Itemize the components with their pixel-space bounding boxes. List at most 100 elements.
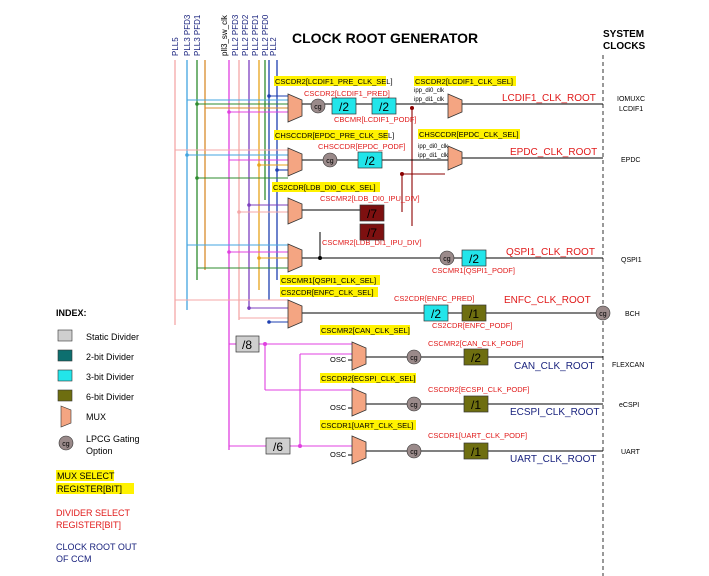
source-label: pll3_sw_clk bbox=[220, 14, 229, 56]
mux-uart bbox=[351, 435, 367, 465]
divider-label: /2 bbox=[469, 252, 479, 266]
divider-label: /1 bbox=[471, 445, 481, 459]
mux-select-label: CSCDR2[LCDIF1_PRE_CLK_SEL] bbox=[275, 77, 393, 86]
gate-label: cg bbox=[410, 449, 418, 456]
legend-lpcg-label: LPCG Gating bbox=[86, 434, 140, 444]
gate-label: cg bbox=[443, 256, 451, 263]
system-output-label: QSPI1 bbox=[621, 257, 642, 264]
legend: INDEX: Static Divider 2-bit Divider 3-bi… bbox=[56, 308, 140, 564]
clock-root-label: EPDC_CLK_ROOT bbox=[510, 147, 597, 158]
legend-divider-select-label-2: REGISTER[BIT] bbox=[56, 520, 121, 530]
clock-root-label: UART_CLK_ROOT bbox=[510, 454, 597, 465]
divider-label: /2 bbox=[339, 100, 349, 114]
mux-ecspi bbox=[351, 387, 367, 417]
divider-select-label: CSCMR2[LDB_DI0_IPU_DIV] bbox=[320, 194, 420, 203]
mux-select-label: CSCDR2[LCDIF1_CLK_SEL] bbox=[415, 77, 513, 86]
mux-input-label: ipp_di1_clk bbox=[418, 153, 449, 159]
divider-select-label: CSCMR1[QSPI1_PODF] bbox=[432, 266, 515, 275]
source-label: PLL3 PFD1 bbox=[193, 14, 202, 56]
mux-lcdif-pre bbox=[287, 93, 303, 123]
mux-select-label: CSCMR2[CAN_CLK_SEL] bbox=[321, 326, 410, 335]
divider-select-label: CS2CDR[ENFC_PODF] bbox=[432, 321, 512, 330]
divider-label: /6 bbox=[273, 440, 283, 454]
system-output-label: LCDIF1 bbox=[619, 106, 643, 113]
clock-root-label: ENFC_CLK_ROOT bbox=[504, 295, 591, 306]
system-clocks-label: SYSTEM bbox=[603, 29, 644, 40]
osc-label: OSC bbox=[330, 355, 347, 364]
mux-input-label: ipp_di0_clk bbox=[414, 88, 445, 94]
divider-select-label: CBCMR[LCDIF1_PODF] bbox=[334, 115, 417, 124]
divider-label: /2 bbox=[431, 307, 441, 321]
clock-root-label: QSPI1_CLK_ROOT bbox=[506, 247, 595, 258]
divider-select-label: CSCMR2[CAN_CLK_PODF] bbox=[428, 339, 523, 348]
source-label: PLL2 PFD2 bbox=[241, 14, 250, 56]
mux-select-label: CSCMR1[QSPI1_CLK_SEL] bbox=[281, 276, 376, 285]
system-output-label: FLEXCAN bbox=[612, 362, 644, 369]
system-output-label: EPDC bbox=[621, 157, 640, 164]
mux-epdc-pre bbox=[287, 147, 303, 177]
divider-label: /1 bbox=[469, 307, 479, 321]
mux-lcdif bbox=[447, 93, 463, 119]
legend-mux-select-label-2: REGISTER[BIT] bbox=[57, 484, 122, 494]
legend-clock-root-label-2: OF CCM bbox=[56, 554, 92, 564]
feed-lines bbox=[175, 95, 352, 447]
gate-label: cg bbox=[410, 402, 418, 409]
mux-select-labels: CSCDR2[LCDIF1_PRE_CLK_SEL] CSCDR2[LCDIF1… bbox=[272, 76, 520, 430]
legend-2bit-label: 2-bit Divider bbox=[86, 352, 134, 362]
mux-enfc bbox=[287, 299, 303, 329]
legend-mux-icon bbox=[60, 405, 72, 428]
osc-label: OSC bbox=[330, 403, 347, 412]
legend-static-label: Static Divider bbox=[86, 332, 139, 342]
mux-select-label: CS2CDR[ENFC_CLK_SEL] bbox=[281, 288, 374, 297]
system-output-labels: IOMUXC LCDIF1 EPDC QSPI1 BCH FLEXCAN eCS… bbox=[612, 96, 645, 456]
gate-label: cg bbox=[410, 355, 418, 362]
mux-select-label: CHSCCDR[EPDC_PRE_CLK_SEL] bbox=[275, 131, 394, 140]
source-bus bbox=[174, 60, 278, 450]
muxes bbox=[287, 93, 463, 465]
clock-root-labels: LCDIF1_CLK_ROOT EPDC_CLK_ROOT QSPI1_CLK_… bbox=[502, 93, 599, 465]
mux-can bbox=[351, 341, 367, 371]
system-output-label: eCSPI bbox=[619, 402, 639, 409]
divider-select-labels: CSCDR2[LCDIF1_PRED] CBCMR[LCDIF1_PODF] C… bbox=[304, 89, 529, 440]
clock-root-label: ECSPI_CLK_ROOT bbox=[510, 407, 599, 418]
feedback-lines bbox=[401, 108, 445, 226]
legend-lpcg-icon-label: cg bbox=[62, 441, 70, 448]
mux-select-label: CSCDR1[UART_CLK_SEL] bbox=[321, 421, 413, 430]
legend-6bit-label: 6-bit Divider bbox=[86, 392, 134, 402]
legend-clock-root-label: CLOCK ROOT OUT bbox=[56, 542, 137, 552]
gates: cg cg cg cg cg cg cg bbox=[310, 98, 611, 459]
system-clocks-label-2: CLOCKS bbox=[603, 41, 646, 52]
source-label: PLL2 PFD1 bbox=[251, 14, 260, 56]
system-output-label: BCH bbox=[625, 311, 640, 318]
legend-lpcg-label-2: Option bbox=[86, 446, 113, 456]
divider-label: /1 bbox=[471, 398, 481, 412]
dividers: /2 /2 /2 /7 /7 /2 /2 /1 /8 /2 /1 /6 /1 bbox=[235, 97, 489, 460]
gate-label: cg bbox=[314, 104, 322, 111]
source-label: PLL2 PFD3 bbox=[231, 14, 240, 56]
mux-epdc bbox=[447, 145, 463, 171]
source-label: PLL3 PFD3 bbox=[183, 14, 192, 56]
junction-dots bbox=[185, 94, 414, 448]
system-output-label: IOMUXC bbox=[617, 96, 645, 103]
divider-select-label: CSCDR2[ECSPI_CLK_PODF] bbox=[428, 385, 529, 394]
divider-label: /2 bbox=[365, 154, 375, 168]
divider-label: /7 bbox=[367, 226, 377, 240]
mux-select-label: CSCDR2[ECSPI_CLK_SEL] bbox=[321, 374, 416, 383]
mux-input-label: ipp_di0_clk bbox=[418, 144, 449, 150]
divider-select-label: CS2CDR[ENFC_PRED] bbox=[394, 294, 474, 303]
divider-select-label: CHSCCDR[EPDC_PODF] bbox=[318, 142, 406, 151]
mux-select-label: CHSCCDR[EPDC_CLK_SEL] bbox=[419, 130, 519, 139]
mux-ldb bbox=[287, 197, 303, 225]
divider-label: /8 bbox=[242, 338, 252, 352]
osc-label: OSC bbox=[330, 450, 347, 459]
diagram-title: CLOCK ROOT GENERATOR bbox=[292, 30, 478, 46]
clock-root-label: CAN_CLK_ROOT bbox=[514, 361, 595, 372]
legend-3bit-label: 3-bit Divider bbox=[86, 372, 134, 382]
divider-select-label: CSCDR1[UART_CLK_PODF] bbox=[428, 431, 527, 440]
legend-mux-label: MUX bbox=[86, 412, 106, 422]
source-label: PLL2 PFD0 bbox=[261, 14, 270, 56]
legend-lpcg-icon bbox=[58, 435, 74, 451]
source-label: PLL2 bbox=[269, 37, 278, 56]
divider-select-label: CSCDR2[LCDIF1_PRED] bbox=[304, 89, 390, 98]
gate-label: cg bbox=[326, 158, 334, 165]
